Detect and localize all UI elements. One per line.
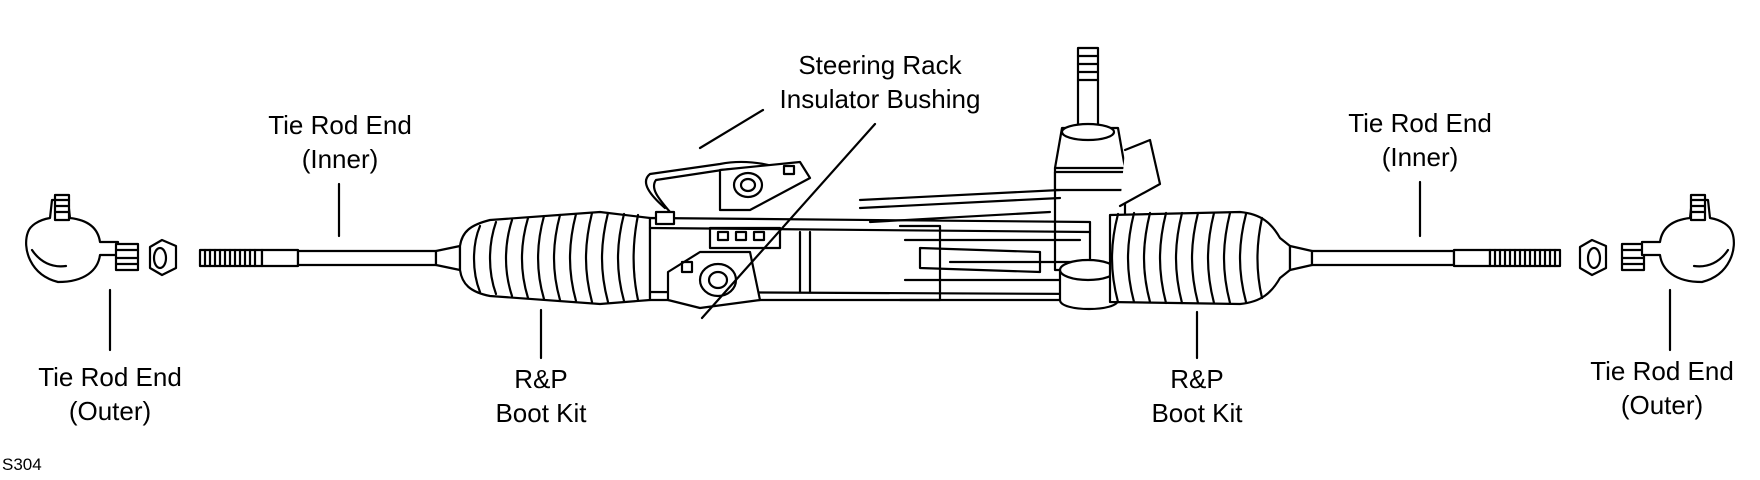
upper-bracket (708, 160, 812, 250)
label-line: (Outer) (68, 396, 152, 426)
label-line: (Outer) (1620, 390, 1704, 420)
label-line: Boot Kit (495, 398, 587, 428)
label-line: Tie Rod End (1590, 356, 1734, 386)
boot-left (458, 210, 652, 306)
label-line: R&P (1170, 364, 1224, 394)
label-line: Tie Rod End (38, 362, 182, 392)
label-rp-boot-kit-right: R&P Boot Kit (1117, 362, 1277, 430)
label-tie-rod-end-outer-left: Tie Rod End (Outer) (10, 360, 210, 428)
bracket-callout-lines (698, 108, 877, 320)
leader-lines (108, 180, 1672, 360)
label-line: Tie Rod End (1348, 108, 1492, 138)
label-tie-rod-end-inner-left: Tie Rod End (Inner) (240, 108, 440, 176)
fluid-lines (644, 160, 1062, 226)
figure-code: S304 (2, 455, 42, 474)
label-line: (Inner) (301, 144, 379, 174)
label-steering-rack-insulator-bushing: Steering Rack Insulator Bushing (760, 48, 1000, 116)
label-line: Boot Kit (1151, 398, 1243, 428)
label-line: R&P (514, 364, 568, 394)
lower-bracket (666, 250, 762, 310)
outer-tie-rod-end-right (1620, 193, 1735, 284)
label-line: (Inner) (1381, 142, 1459, 172)
inner-tie-rod-left (198, 244, 462, 272)
label-line: Tie Rod End (268, 110, 412, 140)
label-tie-rod-end-outer-right: Tie Rod End (Outer) (1562, 354, 1760, 422)
inner-tie-rod-right (1288, 244, 1562, 272)
outer-tie-rod-end-left (25, 193, 140, 284)
label-line: Insulator Bushing (779, 84, 981, 114)
boot-right (1108, 210, 1292, 306)
nut-left (148, 238, 178, 277)
label-rp-boot-kit-left: R&P Boot Kit (461, 362, 621, 430)
nut-right (1578, 238, 1608, 277)
pinion-shaft (1053, 46, 1162, 311)
label-line: Steering Rack (798, 50, 962, 80)
label-tie-rod-end-inner-right: Tie Rod End (Inner) (1320, 106, 1520, 174)
